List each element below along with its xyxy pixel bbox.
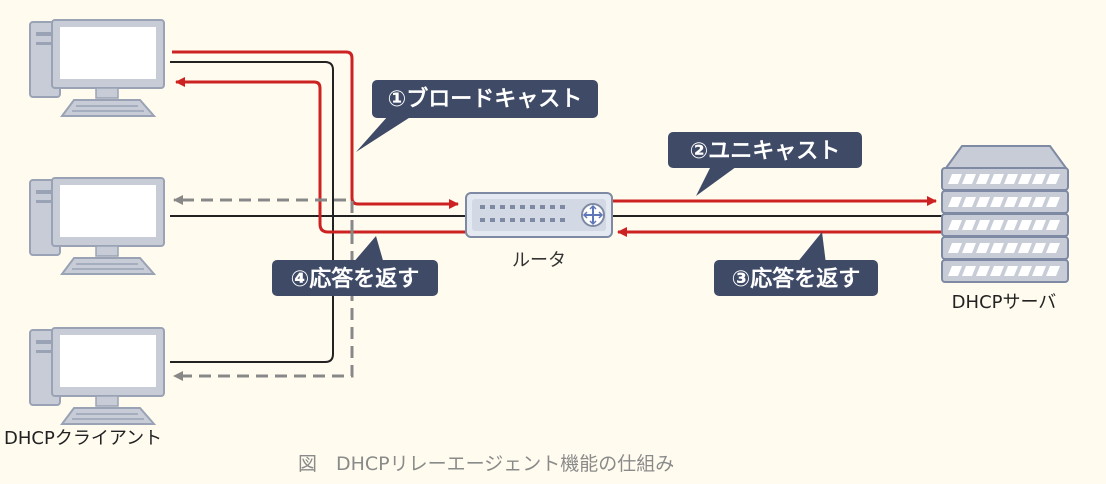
pc-icon-bottom <box>29 327 165 425</box>
callout-broadcast: ①ブロードキャスト <box>356 80 598 152</box>
callout-broadcast-text: ①ブロードキャスト <box>388 86 583 112</box>
pc-icon-middle <box>29 177 165 275</box>
reply-dashed-middle <box>173 195 354 232</box>
figure-caption: 図 DHCPリレーエージェント機能の仕組み <box>298 453 674 475</box>
router-label: ルータ <box>512 250 566 271</box>
reply-dashed-bottom <box>173 232 354 381</box>
client-bus-line <box>170 61 334 363</box>
router-icon <box>465 192 613 238</box>
callout-reply-server: ③応答を返す <box>714 232 878 296</box>
callout-unicast: ②ユニキャスト <box>668 132 862 196</box>
callout-reply-router: ④応答を返す <box>272 236 438 296</box>
server-label: DHCPサーバ <box>952 292 1057 313</box>
callout-reply-server-text: ③応答を返す <box>732 266 861 292</box>
broadcast-arrow <box>172 50 459 209</box>
callout-reply-router-text: ④応答を返す <box>291 266 420 292</box>
server-icon <box>941 145 1069 283</box>
client-label: DHCPクライアント <box>4 428 162 449</box>
callout-unicast-text: ②ユニキャスト <box>690 139 841 164</box>
pc-icon-top <box>29 19 165 117</box>
router-reply-arrow <box>175 77 466 234</box>
